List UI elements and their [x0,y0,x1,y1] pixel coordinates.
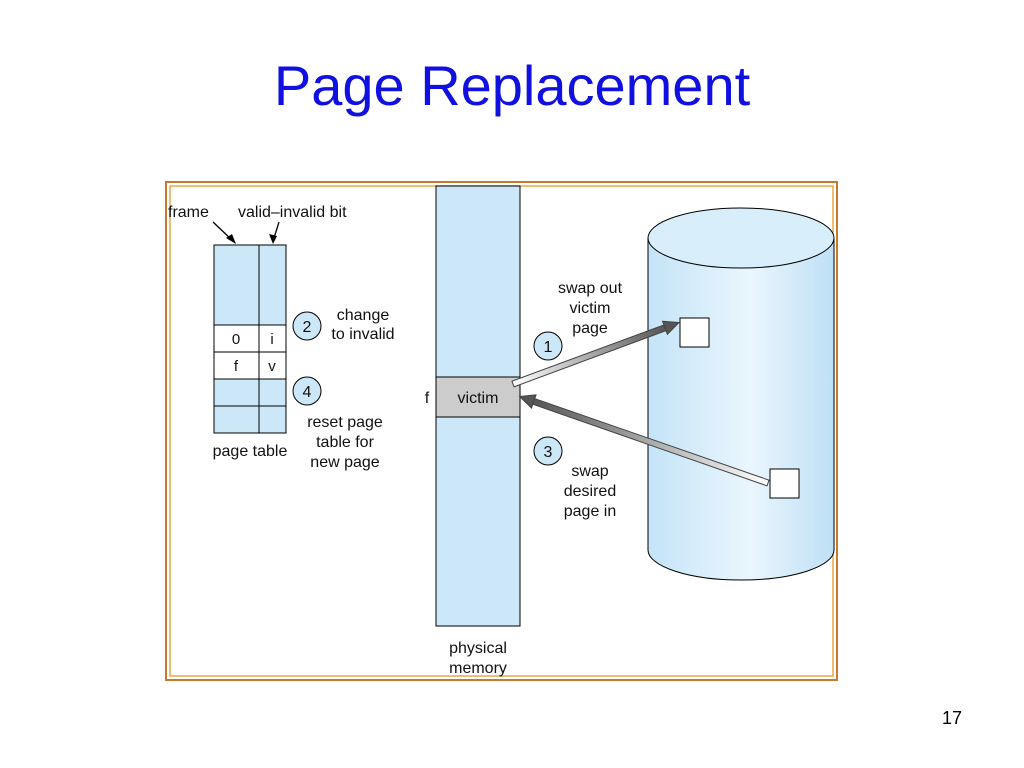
physical-memory-label-line: memory [449,660,507,677]
disk-body [647,237,835,581]
slide-title: Page Replacement [273,54,751,117]
page-table-cell-bit: i [270,331,273,348]
step-1-text-line: swap out [558,280,623,297]
step-1-text-line: page [572,320,608,337]
valid-invalid-bit-label: valid–invalid bit [238,204,347,221]
step-1-number: 1 [544,339,553,356]
bit-pointer-arrowhead [269,234,277,244]
disk-cylinder [647,207,835,581]
step-1-badge [533,331,563,361]
step-3-number: 3 [544,444,553,461]
step-1-text-line: victim [570,300,611,317]
step-3-text-line: page in [564,503,617,520]
swap-in-arrow [518,394,770,487]
frame-f-label: f [425,390,430,407]
page-table-outline [213,244,287,434]
swap-out-arrow [511,320,681,388]
step-3-badge [533,436,563,466]
step-2-badge [292,311,322,341]
slide-number: 17 [941,708,962,728]
step-3-text-line: swap [571,463,608,480]
frame-label: frame [168,204,209,221]
step-3-text-line: desired [564,483,616,500]
page-table-cell-frame: 0 [232,331,240,348]
step-4-number: 4 [303,384,312,401]
victim-frame [435,376,521,418]
page-table: 0 i f v [213,244,287,434]
swapped-out-page-box [679,317,710,348]
page-table-cell-frame: f [234,358,239,375]
frame-pointer-arrowhead [226,234,236,244]
page-table-label: page table [213,443,288,460]
desired-page-box [769,468,800,499]
page-table-cell-bit: v [268,358,276,375]
disk-top [647,207,835,269]
bit-pointer-line [273,221,280,239]
step-4-text-line: new page [310,454,379,471]
step-4-badge [292,376,322,406]
step-2-number: 2 [303,319,312,336]
step-2-text-line: change [337,307,390,324]
physical-memory-label-line: physical [449,640,507,657]
step-4-text-line: table for [316,434,374,451]
step-4-text-line: reset page [307,414,383,431]
victim-label: victim [458,390,499,407]
step-2-text-line: to invalid [331,326,394,343]
